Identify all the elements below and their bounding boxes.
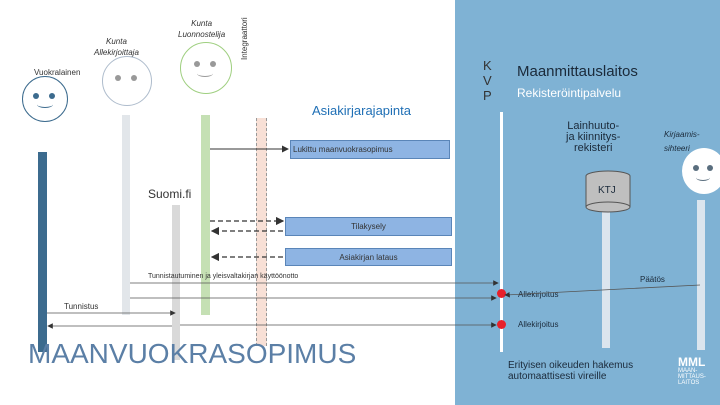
asiakirjan-lataus-label: Asiakirjan lataus: [339, 252, 398, 262]
asiakirjan-lataus-band: Asiakirjan lataus: [285, 248, 452, 266]
allekirjoitus1-label: Allekirjoitus: [518, 290, 559, 299]
lainhuuto-lifeline: [602, 208, 610, 348]
kvp-lifeline: [500, 112, 503, 352]
tilakysely-band: Tilakysely: [285, 217, 452, 236]
vuokralainen-lifeline: [38, 152, 47, 352]
erityisen-label: Erityisen oikeuden hakemus automaattises…: [508, 360, 634, 382]
kirjaamissihteeri-face: [682, 148, 720, 194]
mml-subtitle: Rekisteröintipalvelu: [517, 86, 622, 100]
red-dot-allekirjoitus1: [497, 289, 506, 298]
red-dot-allekirjoitus2: [497, 320, 506, 329]
actor-luonnostelija-label: Kunta Luonnostelija: [178, 19, 226, 39]
tilakysely-label: Tilakysely: [351, 222, 386, 231]
integraattori-lifeline: [256, 118, 267, 346]
tunnistus-label: Tunnistus: [64, 302, 99, 311]
allekirjoitus2-label: Allekirjoitus: [518, 320, 559, 329]
luonnostelija-lifeline: [201, 115, 210, 315]
ktj-label: KTJ: [598, 185, 616, 196]
lukittu-label: Lukittu maanvuokrasopimus: [293, 145, 393, 154]
actor-vuokralainen-label: Vuokralainen: [34, 68, 81, 77]
tunnistautuminen-label: Tunnistautuminen ja yleisvaltakirjan käy…: [148, 273, 299, 280]
mml-title: Maanmittauslaitos: [517, 63, 638, 80]
allekirjoittaja-face: [102, 56, 152, 106]
allekirjoittaja-lifeline: [122, 115, 130, 315]
kvp-v: V: [483, 73, 492, 88]
kirjaamis-label: Kirjaamis- sihteeri: [664, 130, 700, 153]
mml-logo: MML MAAN- MITTAUS- LAITOS: [678, 356, 718, 402]
suomifi-label: Suomi.fi: [148, 187, 192, 201]
kvp-k: K: [483, 58, 492, 73]
mml-logo-sub: MAAN- MITTAUS- LAITOS: [678, 368, 706, 386]
maanvuokrasopimus-label: MAANVUOKRASOPIMUS: [28, 338, 357, 369]
mml-logo-text: MML: [678, 355, 706, 369]
kirjaamis-lifeline: [697, 200, 705, 350]
luonnostelija-face: [180, 42, 232, 94]
suomifi-lifeline: [172, 205, 180, 360]
actor-allekirjoittaja-label: Kunta Allekirjoittaja: [94, 37, 139, 57]
kvp-p: P: [483, 88, 492, 103]
vuokralainen-face: [22, 76, 68, 122]
paatos-label: Päätös: [640, 275, 665, 284]
arrow-paatos: [504, 284, 701, 298]
kvp-letters: K V P: [483, 58, 492, 103]
lukittu-band: Lukittu maanvuokrasopimus: [290, 140, 450, 159]
asiakirjarajapinta-label: Asiakirjarajapinta: [312, 103, 411, 118]
ktj-database: [585, 170, 631, 213]
lainhuuto-label: Lainhuuto- ja kiinnitys- rekisteri: [566, 120, 621, 154]
